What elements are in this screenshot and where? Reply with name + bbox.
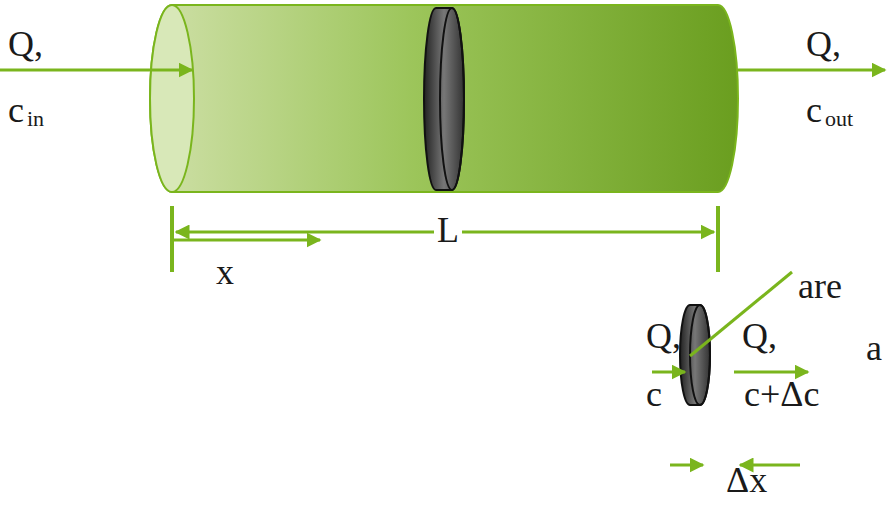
dx-arrow-left (670, 464, 703, 467)
inlet-arrow (0, 69, 192, 72)
slice-detail (680, 305, 710, 405)
slice-inlet-arrow (652, 371, 685, 374)
subscript: out (825, 108, 853, 130)
concentration-label: c (806, 92, 822, 128)
length-label: L (434, 212, 462, 248)
reactor-slice (424, 8, 464, 190)
x-axis-arrow (174, 239, 320, 242)
area-leader (690, 272, 792, 356)
area-label: are (798, 268, 842, 304)
concentration-label: c (8, 92, 24, 128)
thickness-label: Δx (726, 462, 767, 498)
subscript: in (27, 108, 44, 130)
area-label: a (866, 330, 882, 366)
position-label: x (216, 254, 234, 290)
outlet-arrow (738, 69, 885, 72)
flow-label: Q, (8, 26, 43, 62)
concentration-label: c+Δc (744, 376, 819, 412)
flow-label: Q, (646, 318, 681, 354)
reactor-tube (150, 5, 738, 192)
slice-outlet-arrow (734, 371, 808, 374)
flow-label: Q, (742, 318, 777, 354)
concentration-label: c (646, 376, 662, 412)
length-dimension (172, 206, 718, 272)
flow-label: Q, (806, 26, 841, 62)
